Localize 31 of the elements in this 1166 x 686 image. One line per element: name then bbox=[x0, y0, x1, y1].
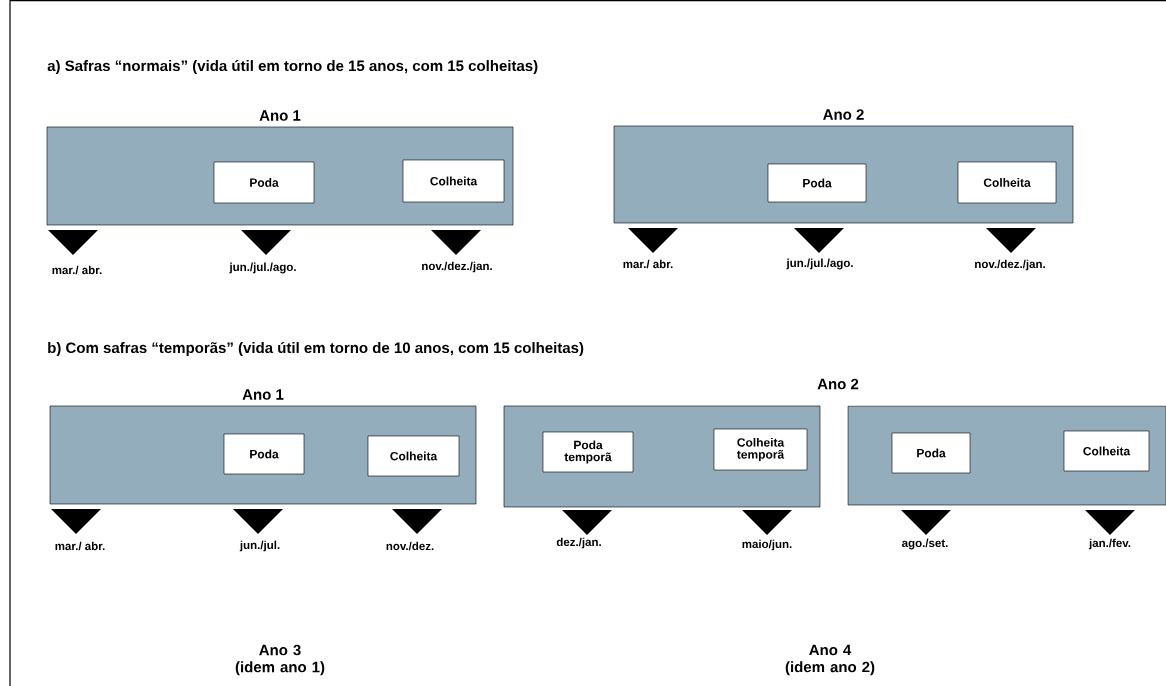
month-label: maio/jun. bbox=[742, 539, 792, 551]
month-label: jun./jul./ago. bbox=[786, 258, 853, 270]
month-label: mar./ abr. bbox=[52, 265, 102, 275]
month-label: jan./fev. bbox=[1088, 538, 1131, 550]
month-label: jun./jul./ago. bbox=[229, 262, 296, 274]
step-box: Colheita temporã bbox=[713, 428, 808, 471]
year-heading: Ano 1 bbox=[242, 389, 284, 400]
step-box: Poda bbox=[891, 432, 971, 474]
step-box: Poda bbox=[213, 161, 315, 204]
year-note: Ano 3 (idem ano 1) bbox=[235, 644, 325, 676]
month-label: jun./jul. bbox=[239, 540, 280, 552]
step-box: Poda temporã bbox=[542, 431, 634, 473]
month-label: mar./ abr. bbox=[623, 259, 673, 269]
step-box: Poda bbox=[767, 163, 867, 203]
year-heading: Ano 1 bbox=[259, 110, 301, 121]
month-label: ago./set. bbox=[902, 538, 948, 550]
year-note: Ano 4 (idem ano 2) bbox=[785, 644, 875, 676]
year-heading: Ano 2 bbox=[823, 109, 864, 120]
step-box: Colheita bbox=[957, 161, 1057, 204]
month-label: nov./dez. bbox=[386, 541, 434, 551]
step-box: Colheita bbox=[1063, 430, 1150, 472]
step-box: Poda bbox=[223, 433, 305, 475]
step-box: Colheita bbox=[402, 159, 505, 203]
year-heading: Ano 2 bbox=[817, 378, 859, 390]
month-label: nov./dez./jan. bbox=[422, 261, 492, 273]
month-label: dez./jan. bbox=[556, 537, 601, 549]
month-label: mar./ abr. bbox=[55, 541, 105, 551]
section-title: b) Com safras “temporãs” (vida útil em torno de 10 anos, com 15 colheitas) bbox=[48, 341, 584, 357]
month-label: nov./dez./jan. bbox=[975, 259, 1045, 271]
step-box: Colheita bbox=[367, 435, 460, 477]
section-title: a) Safras “normais” (vida útil em torno de 15 anos, com 15 colheitas) bbox=[47, 59, 538, 75]
